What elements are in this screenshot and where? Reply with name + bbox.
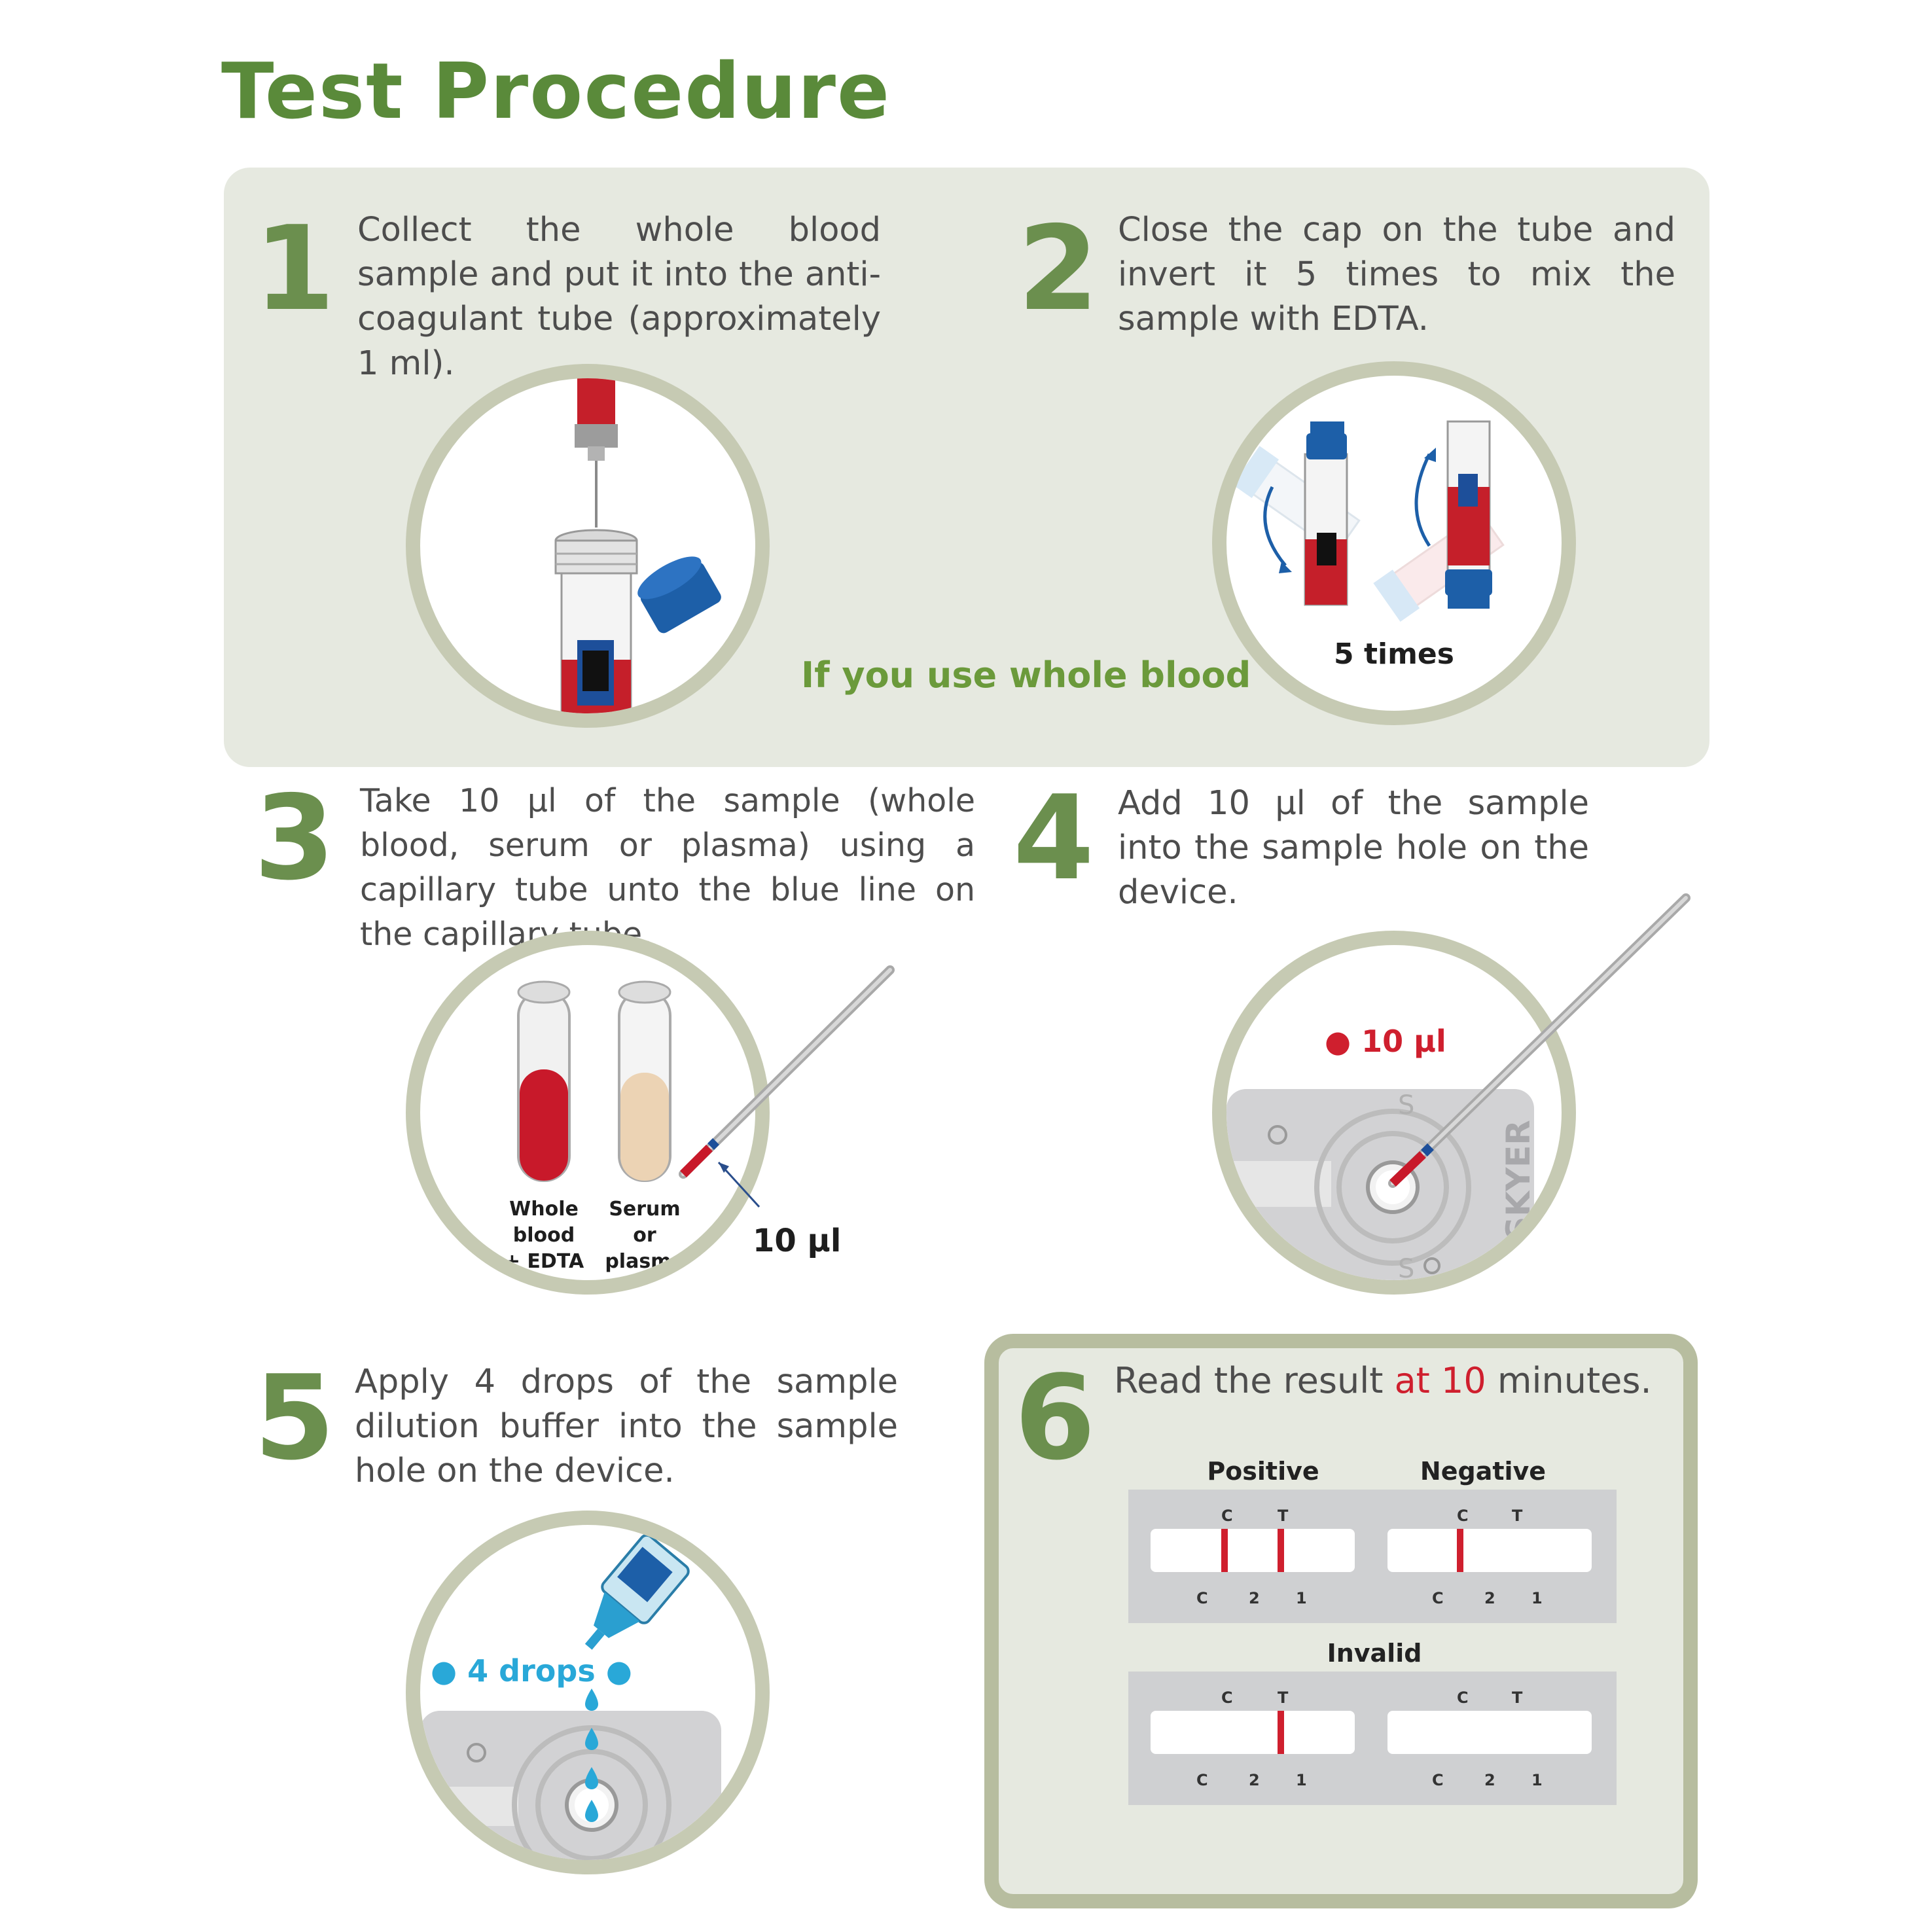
invalid-strip-blank (1387, 1711, 1592, 1754)
result-row-invalid: C T C 2 1 C T C 2 1 (1128, 1672, 1617, 1805)
four-drops-text: 4 drops (467, 1653, 596, 1689)
lane-bottom-1: 1 (1296, 1771, 1307, 1789)
serum-label: Serum or plasma (596, 1196, 694, 1275)
step-4-volume-text: 10 µl (1361, 1024, 1446, 1059)
step-6-text-before: Read the result (1114, 1360, 1395, 1401)
step-6-text: Read the result at 10 minutes. (1114, 1359, 1664, 1403)
lane-bottom-2: 2 (1484, 1771, 1495, 1789)
lane-bottom-2: 2 (1249, 1771, 1260, 1789)
sample-mark-top: S (1398, 1090, 1415, 1120)
page-title: Test Procedure (221, 46, 891, 136)
step-5-text: Apply 4 drops of the sample dilution buf… (355, 1363, 898, 1490)
negative-control-band (1457, 1529, 1463, 1572)
sample-mark-bottom: S (1398, 1254, 1415, 1284)
positive-strip (1151, 1529, 1355, 1572)
whole-blood-note: If you use whole blood (801, 654, 1251, 696)
capillary-tube-icon (679, 965, 895, 1208)
step-4-volume-label: ● 10 µl (1325, 1024, 1446, 1059)
invalid-test-band (1278, 1711, 1284, 1754)
negative-heading: Negative (1420, 1457, 1547, 1486)
step-1-number: 1 (254, 201, 335, 336)
lane-bottom-c: C (1432, 1771, 1444, 1789)
step-4-text: Add 10 µl of the sample into the sample … (1118, 784, 1589, 912)
step-6-number: 6 (1014, 1350, 1096, 1486)
blood-drop-icon: ● (1325, 1024, 1351, 1059)
lane-top-c: C (1221, 1689, 1233, 1707)
invalid-heading: Invalid (1327, 1639, 1422, 1668)
sample-tubes-icon (517, 980, 671, 1182)
whole-blood-label: Whole blood + EDTA (495, 1196, 593, 1275)
step-2-number: 2 (1018, 201, 1099, 336)
lane-bottom-1: 1 (1296, 1589, 1307, 1607)
step-5-illustration: SKYER ● 4 drops ● (406, 1511, 770, 1874)
lane-top-t: T (1512, 1507, 1523, 1525)
whole-blood-line-2: blood (512, 1224, 575, 1247)
whole-blood-line-1: Whole (509, 1198, 579, 1221)
step-1-text: Collect the whole blood sample and put i… (357, 211, 881, 383)
buffer-bottle-and-device-icon (420, 1533, 721, 1860)
five-times-label: 5 times (1334, 637, 1454, 671)
result-row-positive-negative: C T C 2 1 C T C 2 1 (1128, 1490, 1617, 1623)
serum-line-1: Serum or (609, 1198, 681, 1247)
lane-top-c: C (1457, 1507, 1469, 1525)
invalid-strip-test-only (1151, 1711, 1355, 1754)
lane-top-c: C (1457, 1689, 1469, 1707)
lane-top-t: T (1512, 1689, 1523, 1707)
lane-top-t: T (1278, 1689, 1289, 1707)
invert-tubes-icon (1232, 420, 1505, 622)
step-3-volume-label: 10 µl (753, 1223, 842, 1259)
lane-bottom-c: C (1196, 1589, 1208, 1607)
step-5-number: 5 (254, 1350, 335, 1486)
drop-icon-right: ● (605, 1653, 632, 1689)
lane-bottom-c: C (1196, 1771, 1208, 1789)
positive-control-band (1221, 1529, 1228, 1572)
lane-bottom-1: 1 (1531, 1771, 1543, 1789)
lane-bottom-c: C (1432, 1589, 1444, 1607)
step-3-number: 3 (254, 770, 335, 906)
step-2-illustration: 5 times (1212, 361, 1576, 725)
device-brand-step5: SKYER (752, 1716, 770, 1827)
capillary-tube-step4-icon (1388, 893, 1690, 1188)
step-3-text: Take 10 µl of the sample (whole blood, s… (360, 782, 975, 953)
serum-line-2: plasma (605, 1250, 685, 1273)
negative-strip (1387, 1529, 1592, 1572)
step-4-number: 4 (1013, 770, 1094, 906)
whole-blood-line-3: + EDTA (503, 1250, 584, 1273)
lane-top-c: C (1221, 1507, 1233, 1525)
lane-bottom-2: 2 (1249, 1589, 1260, 1607)
step-6-text-after: minutes. (1486, 1360, 1652, 1401)
lane-bottom-1: 1 (1531, 1589, 1543, 1607)
step-2-text: Close the cap on the tube and invert it … (1118, 211, 1675, 338)
positive-test-band (1278, 1529, 1284, 1572)
drop-icon: ● (431, 1653, 457, 1689)
step-1-illustration (406, 364, 770, 728)
positive-heading: Positive (1207, 1457, 1319, 1486)
four-drops-label: ● 4 drops ● (431, 1653, 632, 1689)
syringe-and-tube-icon (554, 378, 721, 713)
lane-bottom-2: 2 (1484, 1589, 1495, 1607)
lane-top-t: T (1278, 1507, 1289, 1525)
step-6-text-highlight: at 10 (1394, 1360, 1486, 1401)
